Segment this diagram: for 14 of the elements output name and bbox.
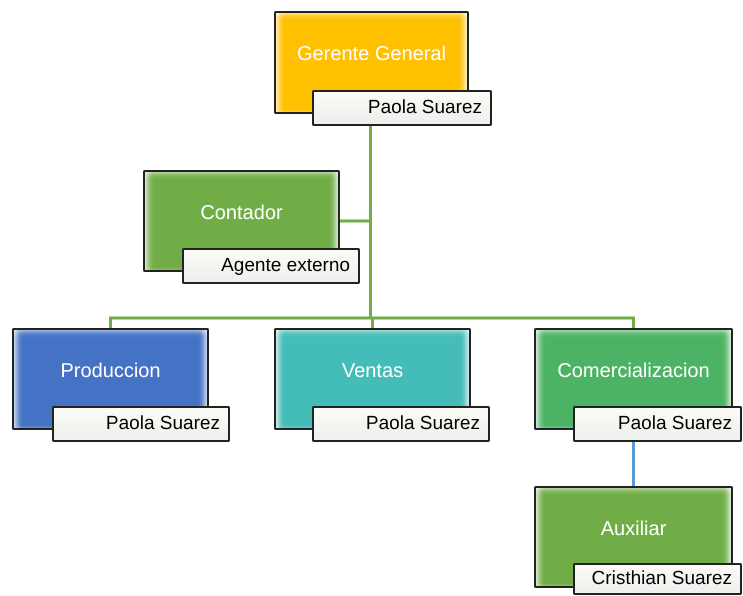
position-title: Comercializacion [556,360,711,383]
position-title: Produccion [59,360,162,383]
name-tag: Cristhian Suarez [573,563,742,595]
connector-line [369,126,635,328]
position-title: Auxiliar [600,518,668,541]
position-title: Contador [199,202,284,225]
name-tag: Agente externo [182,248,360,284]
position-title: Gerente General [296,43,447,66]
name-tag: Paola Suarez [312,406,490,442]
name-tag: Paola Suarez [52,406,230,442]
name-tag: Paola Suarez [573,406,742,442]
name-tag: Paola Suarez [312,90,492,126]
connector-line [632,442,635,486]
position-title: Ventas [340,360,404,383]
